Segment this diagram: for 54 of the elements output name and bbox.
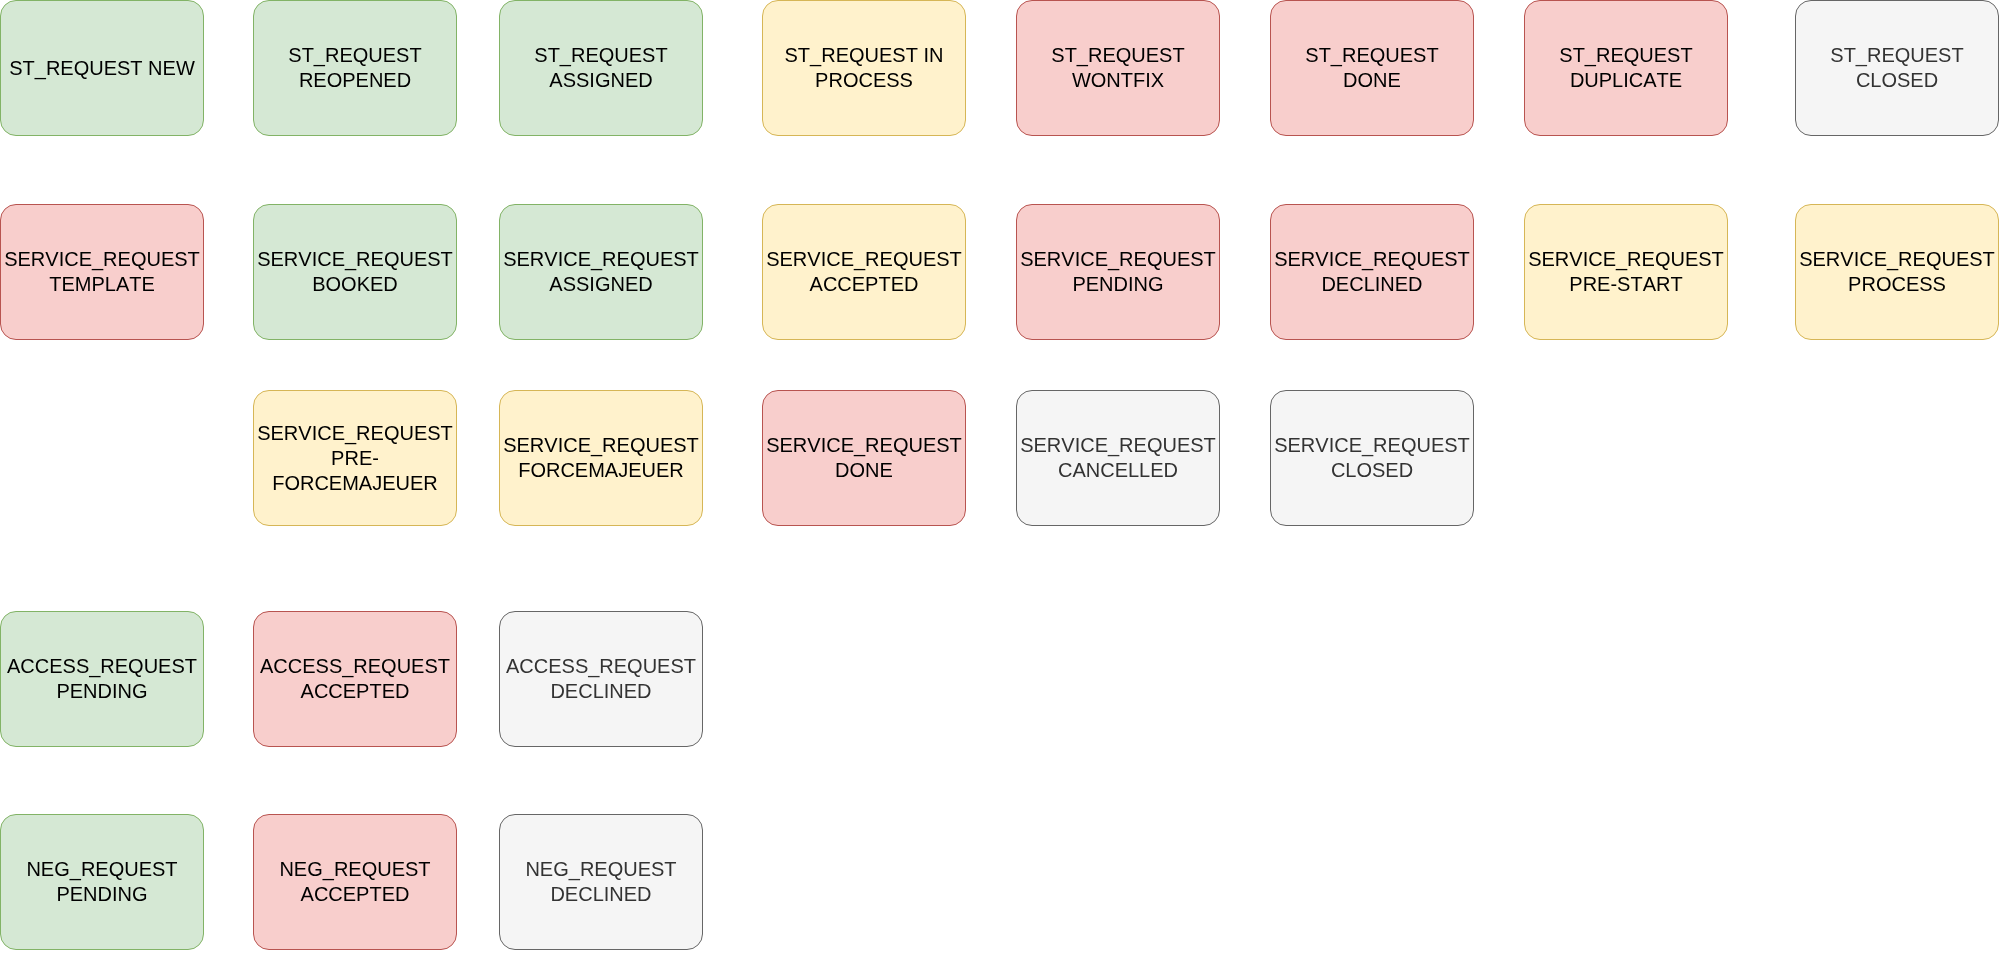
state-label: ST_REQUEST DONE [1304, 43, 1440, 93]
state-label: ST_REQUEST DUPLICATE [1558, 43, 1694, 93]
state-box [1524, 0, 1728, 136]
state-box [499, 0, 703, 136]
state-label: ST_REQUEST ASSIGNED [533, 43, 669, 93]
state-box [762, 390, 966, 526]
state-label: SERVICE_REQUEST PRE-FORCEMAJEUER [257, 420, 453, 496]
state-label: ST_REQUEST CLOSED [1829, 43, 1965, 93]
state-box [0, 814, 204, 950]
state-label: ST_REQUEST IN PROCESS [783, 43, 945, 93]
state-label: NEG_REQUEST ACCEPTED [278, 857, 432, 907]
state-label: ST_REQUEST WONTFIX [1050, 43, 1186, 93]
state-box [1016, 204, 1220, 340]
state-label: NEG_REQUEST PENDING [25, 857, 179, 907]
state-box [1270, 0, 1474, 136]
state-box [253, 0, 457, 136]
state-box [0, 204, 204, 340]
state-box [499, 814, 703, 950]
state-label: NEG_REQUEST DECLINED [524, 857, 678, 907]
state-box [253, 204, 457, 340]
state-label: SERVICE_REQUEST PRE-START [1528, 247, 1724, 297]
state-label: SERVICE_REQUEST ACCEPTED [766, 247, 962, 297]
state-label: ST_REQUEST REOPENED [287, 43, 423, 93]
state-box [1270, 204, 1474, 340]
state-label: ACCESS_REQUEST DECLINED [504, 654, 698, 704]
state-label: SERVICE_REQUEST BOOKED [257, 247, 453, 297]
state-box [1270, 390, 1474, 526]
state-label: SERVICE_REQUEST CANCELLED [1020, 433, 1216, 483]
state-label: SERVICE_REQUEST PROCESS [1799, 247, 1995, 297]
state-box [253, 814, 457, 950]
state-label: ACCESS_REQUEST PENDING [5, 654, 199, 704]
state-box [0, 611, 204, 747]
state-label: SERVICE_REQUEST TEMPLATE [4, 247, 200, 297]
state-label: SERVICE_REQUEST CLOSED [1274, 433, 1470, 483]
state-label: ST_REQUEST NEW [8, 55, 196, 81]
state-label: SERVICE_REQUEST ASSIGNED [503, 247, 699, 297]
state-box [1016, 390, 1220, 526]
state-box [499, 390, 703, 526]
state-box [499, 204, 703, 340]
state-box [499, 611, 703, 747]
state-label: ACCESS_REQUEST ACCEPTED [258, 654, 452, 704]
state-box [762, 0, 966, 136]
state-box [1016, 0, 1220, 136]
state-box [1524, 204, 1728, 340]
state-box [762, 204, 966, 340]
state-box [253, 390, 457, 526]
state-label: SERVICE_REQUEST PENDING [1020, 247, 1216, 297]
state-box [1795, 0, 1999, 136]
state-label: SERVICE_REQUEST DONE [766, 433, 962, 483]
state-box [253, 611, 457, 747]
state-label: SERVICE_REQUEST FORCEMAJEUER [503, 433, 699, 483]
state-box [0, 0, 204, 136]
state-label: SERVICE_REQUEST DECLINED [1274, 247, 1470, 297]
state-box [1795, 204, 1999, 340]
